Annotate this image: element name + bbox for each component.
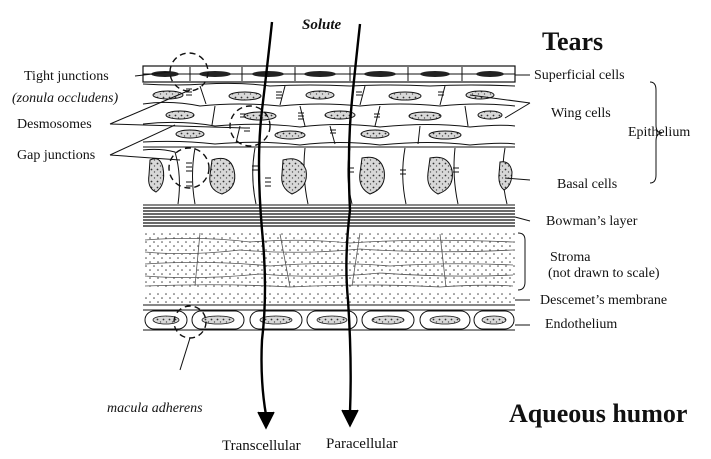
tight-junctions-label: Tight junctions	[24, 69, 109, 85]
zonula-occludens-label: (zonula occludens)	[12, 91, 118, 107]
gap-junctions-label: Gap junctions	[17, 148, 95, 164]
paracellular-path	[342, 24, 360, 426]
macula-adherens-label: macula adherens	[107, 401, 203, 417]
aqueous-humor-label: Aqueous humor	[509, 400, 687, 428]
transcellular-path	[258, 22, 274, 428]
stroma-scale-note: (not drawn to scale)	[548, 266, 660, 282]
endothelium-label: Endothelium	[545, 317, 617, 333]
wing-cell-nuclei	[153, 91, 502, 139]
basal-cells-label: Basal cells	[557, 177, 617, 193]
solute-label: Solute	[302, 17, 341, 33]
descemets-membrane	[143, 291, 515, 305]
superficial-cell-layer	[143, 66, 515, 82]
wing-cells-label: Wing cells	[551, 106, 611, 122]
basal-cell-layer	[143, 147, 515, 205]
transcellular-label: Transcellular	[222, 438, 301, 454]
tears-label: Tears	[542, 28, 603, 56]
bowmans-layer	[143, 208, 515, 226]
basal-cell-nuclei	[149, 157, 512, 194]
paracellular-label: Paracellular	[326, 436, 398, 452]
endothelium-layer	[143, 310, 515, 330]
bowmans-layer-label: Bowman’s layer	[546, 214, 637, 230]
desmosomes-label: Desmosomes	[17, 117, 92, 133]
stroma-layer	[143, 231, 515, 289]
descemets-membrane-label: Descemet’s membrane	[540, 293, 667, 309]
epithelium-label: Epithelium	[628, 125, 690, 141]
superficial-cells-label: Superficial cells	[534, 68, 625, 84]
stroma-label: Stroma	[550, 250, 590, 266]
